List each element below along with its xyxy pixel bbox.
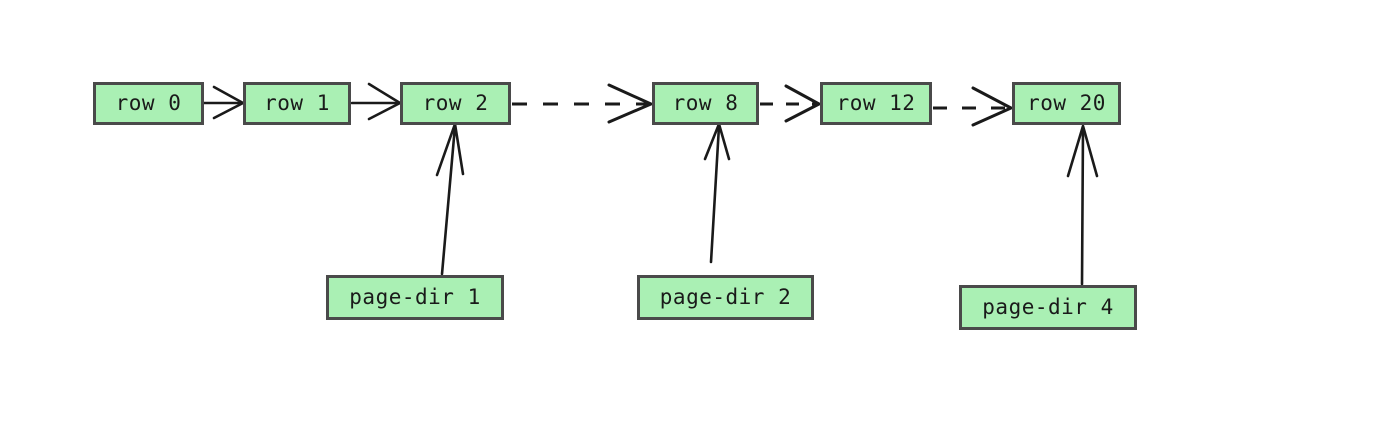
node-page-dir-2[interactable]: page-dir 2 (637, 275, 814, 320)
edge-pagedir4-to-row20 (1066, 124, 1099, 286)
node-label: page-dir 2 (659, 285, 792, 309)
node-label: row 0 (115, 91, 182, 115)
node-row-2[interactable]: row 2 (400, 82, 511, 125)
node-page-dir-4[interactable]: page-dir 4 (959, 285, 1137, 330)
node-label: row 1 (264, 91, 330, 115)
node-row-8[interactable]: row 8 (652, 82, 759, 125)
node-label: row 20 (1027, 91, 1106, 115)
node-row-20[interactable]: row 20 (1012, 82, 1121, 125)
node-page-dir-1[interactable]: page-dir 1 (326, 275, 504, 320)
node-row-0[interactable]: row 0 (93, 82, 204, 125)
edge-row8-to-row12 (760, 84, 821, 123)
edge-pagedir1-to-row2 (435, 122, 465, 276)
node-row-12[interactable]: row 12 (820, 82, 932, 125)
node-label: row 8 (672, 91, 739, 115)
node-label: page-dir 4 (982, 295, 1114, 319)
node-label: row 2 (422, 91, 489, 115)
edge-row2-to-row8 (512, 83, 653, 124)
edge-pagedir2-to-row8 (703, 122, 731, 264)
node-row-1[interactable]: row 1 (243, 82, 351, 125)
edge-row12-to-row20 (933, 86, 1013, 127)
node-label: page-dir 1 (349, 285, 481, 309)
edge-row1-to-row2 (350, 82, 402, 121)
edge-row0-to-row1 (202, 85, 245, 120)
node-label: row 12 (836, 91, 916, 115)
